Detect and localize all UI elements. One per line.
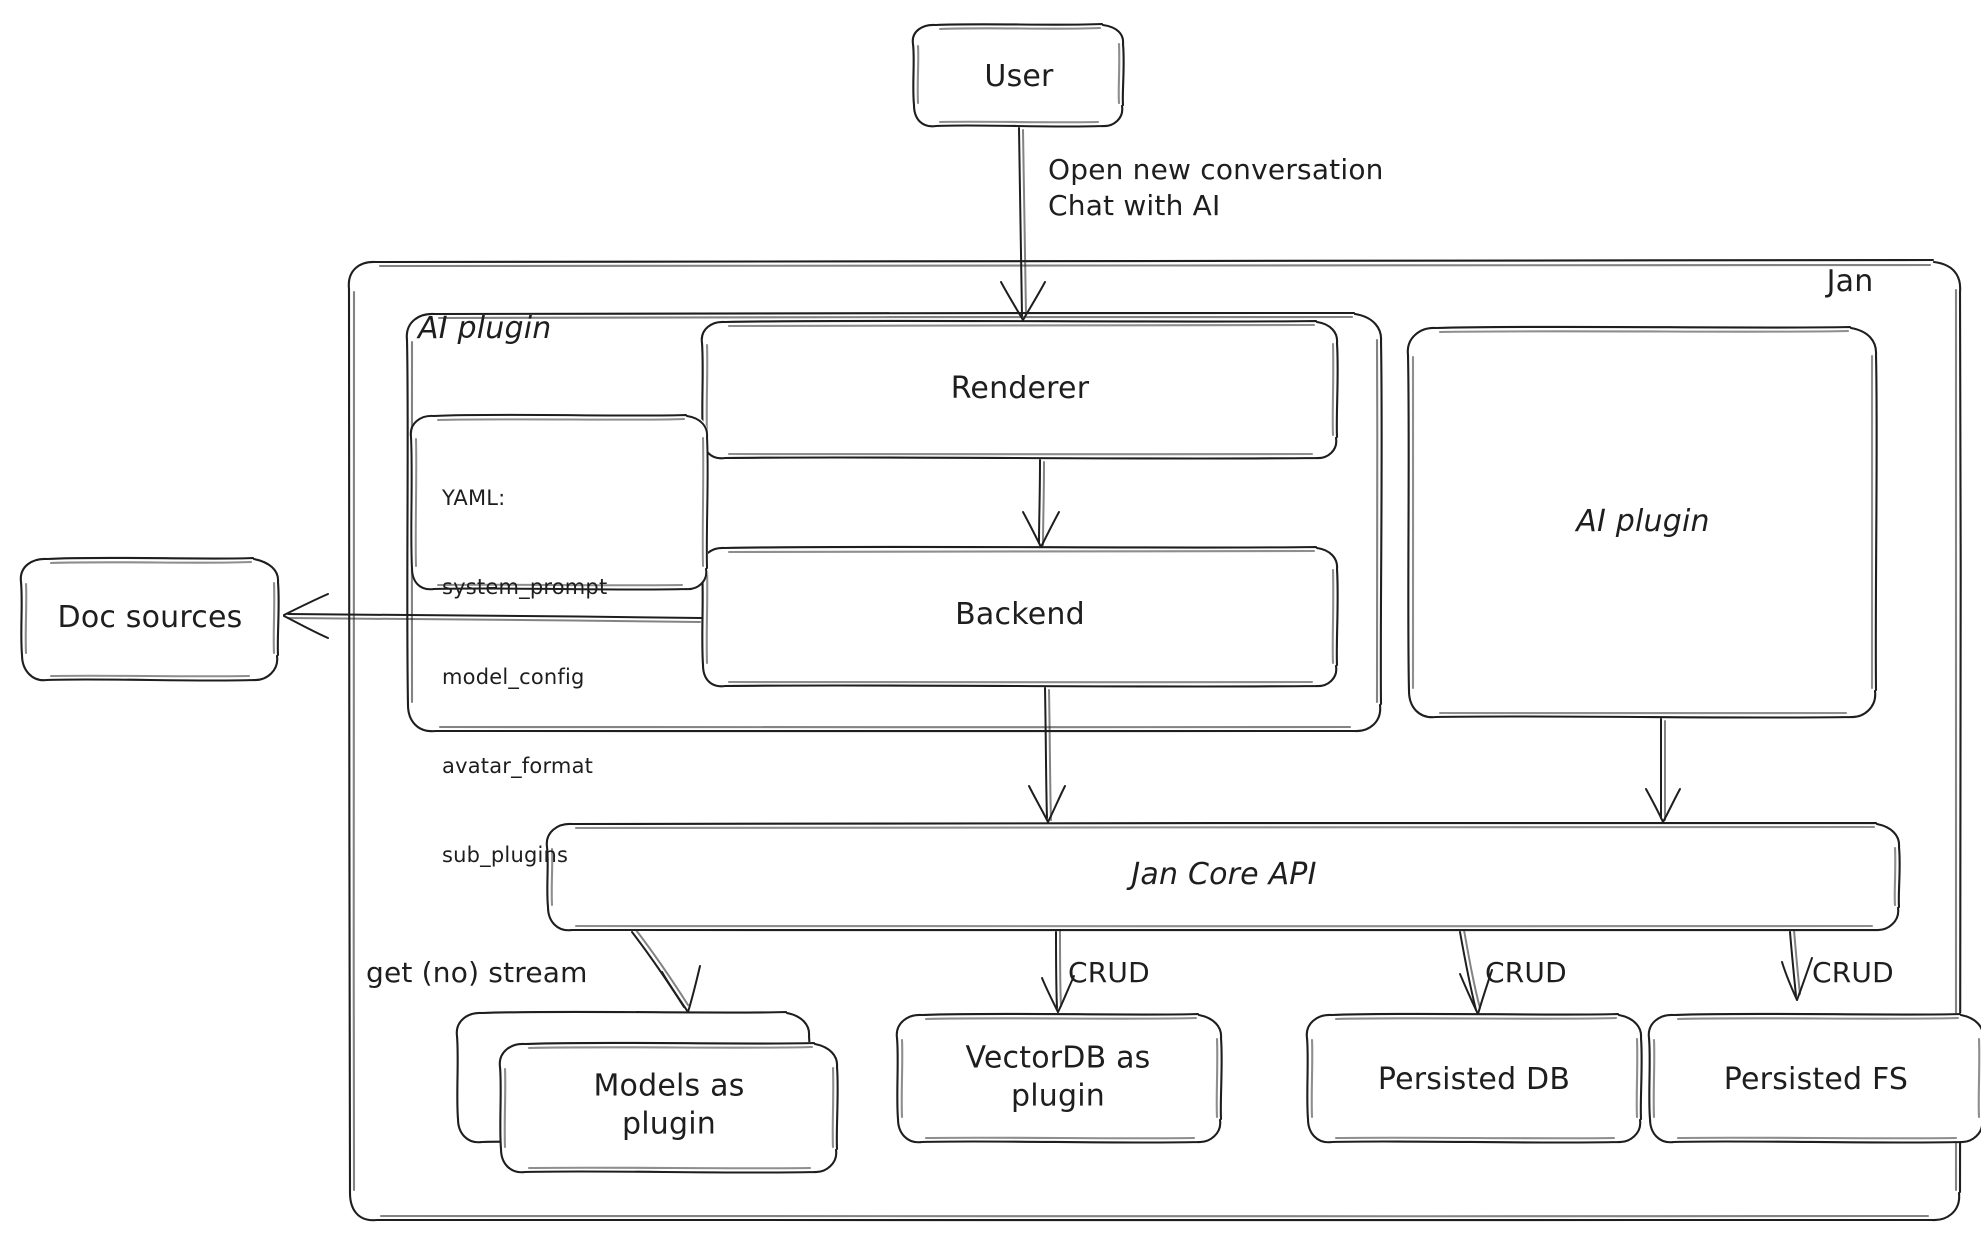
edge-backend-to-doc-sources	[283, 593, 702, 639]
backend-label: Backend	[955, 596, 1085, 632]
ai-plugin-container-label: AI plugin	[418, 311, 552, 346]
edge-backend-to-core	[1028, 687, 1066, 823]
doc-sources-label: Doc sources	[57, 599, 243, 635]
yaml-heading: YAML:	[442, 485, 506, 510]
edge-core-to-vectordb	[1041, 929, 1075, 1013]
doc-sources-box-shape[interactable]	[19, 556, 280, 682]
vectordb-plugin-label: VectorDB as plugin	[965, 1040, 1151, 1114]
edge-renderer-to-backend	[1022, 459, 1060, 548]
backend-box-shape[interactable]	[700, 545, 1339, 688]
edge-core-to-models	[631, 929, 701, 1013]
models-plugin-box-shape[interactable]	[498, 1041, 839, 1174]
user-box-shape[interactable]	[911, 22, 1125, 128]
ai-plugin-right-box-shape[interactable]	[1406, 325, 1878, 719]
edge-user-to-renderer	[1000, 127, 1046, 321]
edge-label-crud-persisted-db: CRUD	[1485, 956, 1567, 989]
edge-ai-plugin-to-core	[1645, 718, 1681, 823]
edge-core-to-persisted-db	[1459, 929, 1493, 1015]
edge-label-crud-vectordb: CRUD	[1068, 956, 1150, 989]
vectordb-plugin-box-shape[interactable]	[895, 1012, 1223, 1144]
edge-label-open-new-conversation: Open new conversation Chat with AI	[1048, 153, 1384, 222]
yaml-key-sub-plugins: sub_plugins	[442, 843, 569, 868]
ai-plugin-right-label: AI plugin	[1576, 503, 1710, 539]
persisted-db-label: Persisted DB	[1377, 1061, 1571, 1097]
yaml-card-content: YAML: system_prompt model_config avatar_…	[442, 424, 607, 931]
edge-core-to-persisted-fs	[1781, 929, 1813, 1001]
persisted-db-box-shape[interactable]	[1305, 1012, 1643, 1144]
jan-core-api-label: Jan Core API	[1131, 856, 1317, 892]
persisted-fs-label: Persisted FS	[1723, 1061, 1909, 1097]
persisted-fs-box-shape[interactable]	[1647, 1012, 1981, 1144]
jan-container-label: Jan	[1826, 263, 1874, 299]
yaml-key-system-prompt: system_prompt	[442, 575, 608, 600]
renderer-box-shape[interactable]	[700, 319, 1339, 460]
yaml-card-shape	[409, 413, 709, 591]
yaml-key-model-config: model_config	[442, 664, 585, 689]
edge-label-crud-persisted-fs: CRUD	[1812, 956, 1894, 989]
jan-core-api-box-shape[interactable]	[545, 821, 1901, 932]
edge-label-get-no-stream: get (no) stream	[366, 956, 588, 989]
renderer-label: Renderer	[950, 370, 1090, 406]
models-plugin-label: Models as plugin	[593, 1068, 745, 1142]
yaml-key-avatar-format: avatar_format	[442, 753, 594, 778]
user-label: User	[984, 58, 1054, 94]
